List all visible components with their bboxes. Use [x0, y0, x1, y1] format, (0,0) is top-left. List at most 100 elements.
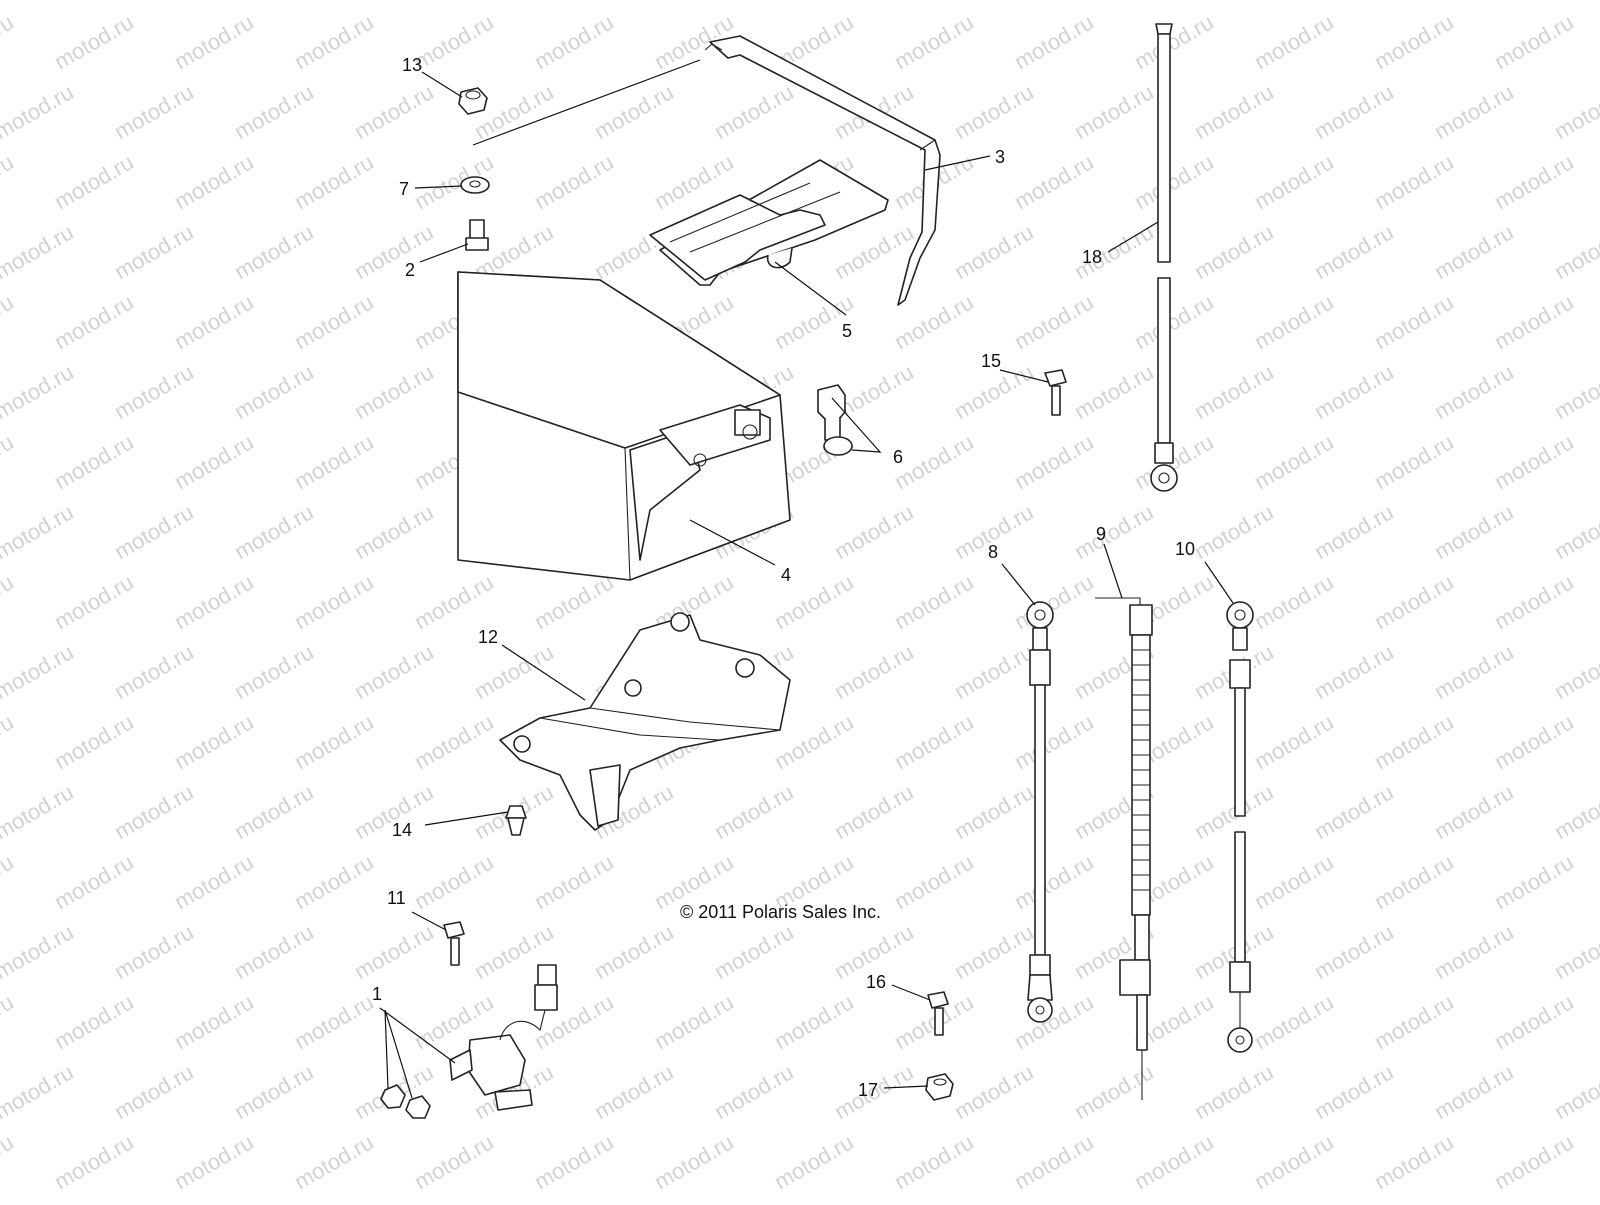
leader-17	[883, 1085, 929, 1089]
watermark-text: motod.ru	[50, 9, 138, 74]
callout-5: 5	[842, 321, 852, 341]
watermark-text: motod.ru	[1370, 989, 1458, 1054]
watermark-text: motod.ru	[290, 289, 378, 354]
watermark-text: motod.ru	[290, 9, 378, 74]
callout-3: 3	[995, 147, 1005, 167]
leader-3	[924, 155, 991, 171]
watermark-text: motod.ru	[230, 219, 318, 284]
watermark-text: motod.ru	[1490, 149, 1578, 214]
leader-18	[1107, 221, 1159, 253]
watermark-text: motod.ru	[1190, 359, 1278, 424]
watermark-text: motod.ru	[590, 919, 678, 984]
callout-10: 10	[1175, 539, 1195, 559]
part-11-screw	[443, 921, 465, 966]
watermark-text: motod.ru	[1190, 1059, 1278, 1124]
watermark-text: motod.ru	[0, 79, 78, 144]
part-10-cable	[1226, 601, 1254, 1053]
watermark-text: motod.ru	[1370, 9, 1458, 74]
watermark-text: motod.ru	[110, 0, 198, 4]
leader-13-strap	[472, 59, 701, 146]
watermark-text: motod.ru	[0, 9, 18, 74]
watermark-text: motod.ru	[1310, 499, 1398, 564]
watermark-text: motod.ru	[1070, 79, 1158, 144]
callout-15: 15	[981, 351, 1001, 371]
watermark-text: motod.ru	[110, 919, 198, 984]
watermark-text: motod.ru	[1070, 359, 1158, 424]
part-2-bolt	[465, 219, 489, 251]
watermark-text: motod.ru	[230, 779, 318, 844]
watermark-text: motod.ru	[170, 429, 258, 494]
leader-16	[891, 984, 931, 1001]
part-12-tray	[499, 612, 791, 831]
watermark-text: motod.ru	[1190, 499, 1278, 564]
watermark-text: motod.ru	[1430, 79, 1518, 144]
watermark-text: motod.ru	[410, 1129, 498, 1194]
callout-18: 18	[1082, 247, 1102, 267]
watermark-text: motod.ru	[110, 79, 198, 144]
watermark-text: motod.ru	[1550, 1059, 1600, 1124]
watermark-text: motod.ru	[1550, 499, 1600, 564]
watermark-text: motod.ru	[950, 779, 1038, 844]
watermark-text: motod.ru	[230, 1059, 318, 1124]
watermark-text: motod.ru	[1190, 0, 1278, 4]
watermark-text: motod.ru	[1310, 79, 1398, 144]
watermark-text: motod.ru	[230, 359, 318, 424]
leader-2	[419, 243, 469, 263]
watermark-text: motod.ru	[0, 499, 78, 564]
watermark-text: motod.ru	[1250, 709, 1338, 774]
watermark-text: motod.ru	[530, 849, 618, 914]
watermark-text: motod.ru	[590, 1059, 678, 1124]
watermark-text: motod.ru	[650, 989, 738, 1054]
callout-13: 13	[402, 55, 422, 75]
watermark-text: motod.ru	[1430, 359, 1518, 424]
watermark-text: motod.ru	[230, 639, 318, 704]
watermark-text: motod.ru	[890, 9, 978, 74]
watermark-text: motod.ru	[1250, 569, 1338, 634]
watermark-text: motod.ru	[1430, 1059, 1518, 1124]
watermark-text: motod.ru	[1310, 0, 1398, 4]
watermark-text: motod.ru	[530, 1129, 618, 1194]
watermark-text: motod.ru	[290, 429, 378, 494]
leader-12	[501, 644, 586, 701]
watermark-text: motod.ru	[470, 79, 558, 144]
watermark-text: motod.ru	[50, 709, 138, 774]
watermark-text: motod.ru	[1490, 709, 1578, 774]
part-4-battery	[457, 271, 791, 581]
watermark-text: motod.ru	[1490, 9, 1578, 74]
watermark-text: motod.ru	[1370, 849, 1458, 914]
leader-5	[774, 261, 847, 316]
leader-8	[1001, 563, 1036, 606]
watermark-text: motod.ru	[170, 1129, 258, 1194]
part-5-bracket	[649, 159, 889, 286]
watermark-text: motod.ru	[50, 429, 138, 494]
watermark-text: motod.ru	[1550, 359, 1600, 424]
callout-4: 4	[781, 565, 791, 585]
watermark-text: motod.ru	[1130, 9, 1218, 74]
watermark-text: motod.ru	[1370, 709, 1458, 774]
watermark-text: motod.ru	[410, 849, 498, 914]
part-15-screw	[1044, 369, 1067, 416]
watermark-text: motod.ru	[770, 709, 858, 774]
leader-11	[411, 911, 447, 931]
watermark-text: motod.ru	[290, 989, 378, 1054]
watermark-text: motod.ru	[530, 9, 618, 74]
watermark-text: motod.ru	[830, 499, 918, 564]
watermark-text: motod.ru	[830, 639, 918, 704]
watermark-text: motod.ru	[410, 9, 498, 74]
watermark-text: motod.ru	[350, 919, 438, 984]
watermark-text: motod.ru	[110, 779, 198, 844]
watermark-text: motod.ru	[710, 79, 798, 144]
callout-17: 17	[858, 1080, 878, 1100]
part-16-screw	[927, 991, 949, 1036]
watermark-text: motod.ru	[1430, 499, 1518, 564]
watermark-text: motod.ru	[0, 919, 78, 984]
watermark-text: motod.ru	[830, 0, 918, 4]
watermark-text: motod.ru	[0, 289, 18, 354]
watermark-text: motod.ru	[1190, 779, 1278, 844]
watermark-text: motod.ru	[110, 359, 198, 424]
callout-2: 2	[405, 260, 415, 280]
watermark-text: motod.ru	[1490, 429, 1578, 494]
watermark-text: motod.ru	[1250, 1129, 1338, 1194]
watermark-text: motod.ru	[590, 79, 678, 144]
watermark-text: motod.ru	[290, 1129, 378, 1194]
